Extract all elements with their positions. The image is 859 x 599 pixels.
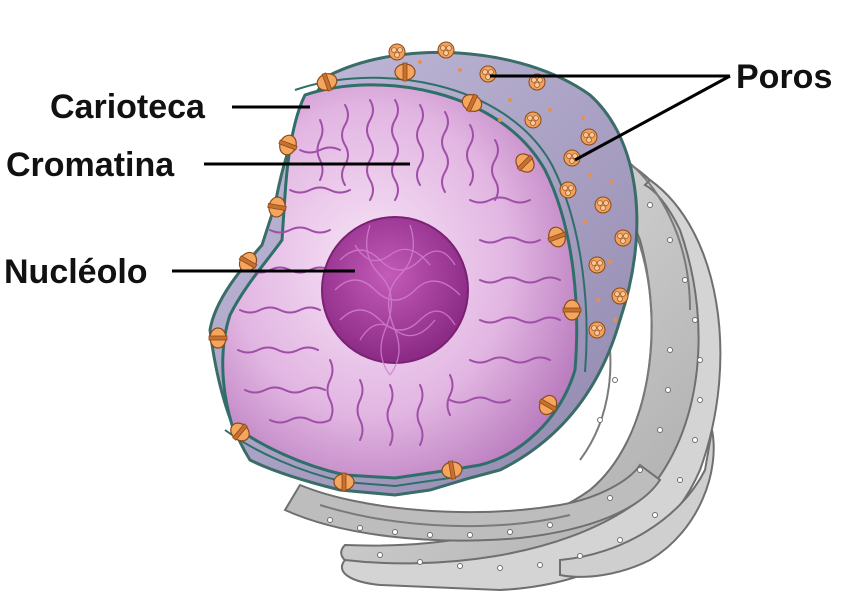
nuclear-pore-icon: [524, 111, 542, 129]
nuclear-pore-icon: [594, 196, 612, 214]
nuclear-pore-icon: [559, 181, 577, 199]
nuclear-pore-icon: [333, 472, 355, 492]
label-nucleolo: Nucléolo: [4, 253, 148, 291]
nuclear-pore-icon: [588, 256, 606, 274]
nuclear-pore-icon: [611, 287, 629, 305]
nuclear-pores-surface: [388, 41, 632, 339]
leader-lines: [172, 74, 731, 273]
label-poros: Poros: [736, 58, 832, 96]
label-carioteca: Carioteca: [50, 88, 206, 126]
nuclear-pore-icon: [394, 62, 416, 82]
nuclear-pore-icon: [562, 299, 582, 321]
leader-poros-2: [574, 74, 731, 162]
nuclear-pore-icon: [580, 128, 598, 146]
nuclear-pore-icon: [588, 321, 606, 339]
nuclear-pore-icon: [479, 65, 497, 83]
nuclear-pore-icon: [614, 229, 632, 247]
nuclear-pore-icon: [388, 43, 406, 61]
nuclear-pore-icon: [437, 41, 455, 59]
endoplasmic-reticulum: [283, 148, 722, 592]
nuclear-pore-icon: [208, 327, 228, 349]
labels: Carioteca Cromatina Nucléolo Poros: [4, 58, 832, 291]
nucleolus: [321, 216, 469, 376]
label-cromatina: Cromatina: [6, 146, 175, 184]
